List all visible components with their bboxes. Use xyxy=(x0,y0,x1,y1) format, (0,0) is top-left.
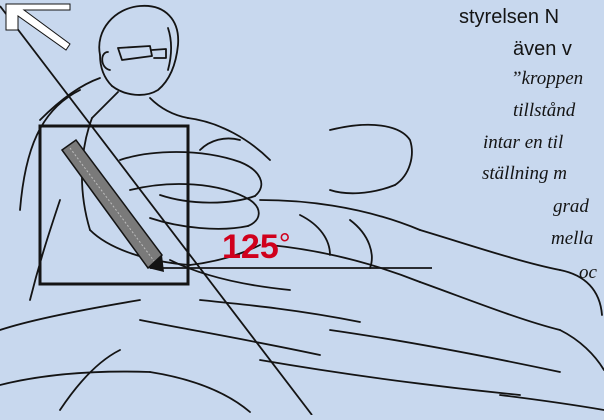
text-line-2: även v xyxy=(513,38,572,61)
text-line-5: intar en til xyxy=(483,132,563,154)
angle-label: 125° xyxy=(222,228,291,267)
text-line-7: grad xyxy=(553,196,589,218)
angle-unit: ° xyxy=(279,228,291,261)
text-line-4: tillstånd xyxy=(513,100,575,122)
back-angle-line xyxy=(0,6,312,415)
lumbar-cushion xyxy=(62,140,164,272)
angle-value: 125 xyxy=(222,228,279,266)
arrow-icon xyxy=(6,4,70,50)
text-line-9: oc xyxy=(579,262,597,284)
text-line-1: styrelsen N xyxy=(459,6,559,29)
text-line-3: ”kroppen xyxy=(511,68,583,90)
text-line-8: mella xyxy=(551,228,593,250)
text-line-6: ställning m xyxy=(482,163,567,185)
